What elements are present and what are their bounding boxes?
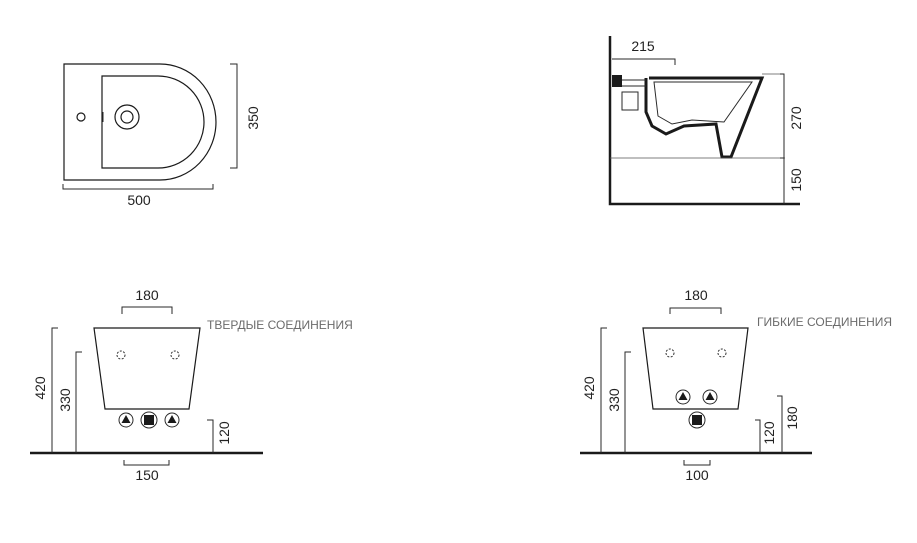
drain-inner-icon	[120, 110, 134, 124]
rigid-top-width-label: 180	[135, 287, 159, 303]
rigid-fixing-hole-right-icon	[170, 350, 180, 360]
rigid-connections-view: ТВЕРДЫЕ СОЕДИНЕНИЯ 180 420 330 120 150	[30, 287, 353, 483]
flexible-120-label: 120	[761, 421, 777, 445]
flexible-420-line	[600, 327, 607, 453]
rigid-bottom-width-label: 150	[135, 467, 159, 483]
height-dimension-label: 270	[788, 106, 804, 130]
rigid-420-line	[51, 327, 58, 453]
flexible-top-width-label: 180	[684, 287, 708, 303]
wall-fixing	[612, 75, 622, 87]
wall-and-floor	[608, 36, 800, 206]
rigid-inlet-right-icon	[164, 412, 180, 428]
flexible-bidet-front	[642, 327, 749, 410]
flexible-caption: ГИБКИЕ СОЕДИНЕНИЯ	[757, 315, 892, 329]
side-view: 215 270 150	[608, 36, 804, 206]
depth-dimension-label: 350	[245, 106, 261, 130]
depth-dimension-line	[230, 63, 238, 169]
flexible-bottom-width-line	[683, 460, 711, 466]
rigid-120-line	[207, 419, 214, 453]
flexible-connections-view: ГИБКИЕ СОЕДИНЕНИЯ 180 420 330 120 180 10…	[580, 287, 892, 483]
rigid-top-width-line	[121, 306, 173, 314]
rigid-bidet-front	[93, 327, 201, 410]
rigid-120-label: 120	[216, 421, 232, 445]
projection-dimension-label: 215	[631, 38, 655, 54]
bidet-section-outer	[644, 76, 765, 159]
rigid-caption: ТВЕРДЫЕ СОЕДИНЕНИЯ	[207, 318, 353, 332]
flexible-inlet-right-icon	[702, 389, 718, 405]
height-dimension-line	[780, 73, 785, 159]
floor-dimension-label: 150	[788, 168, 804, 192]
rigid-drain-icon	[140, 411, 158, 429]
rigid-330-label: 330	[57, 388, 73, 412]
flexible-420-label: 420	[581, 376, 597, 400]
flexible-180-label: 180	[784, 406, 800, 430]
flexible-top-width-line	[669, 307, 722, 314]
flexible-fixing-hole-left-icon	[665, 348, 675, 358]
rigid-bottom-width-line	[123, 460, 170, 466]
flexible-bottom-width-label: 100	[685, 467, 709, 483]
flexible-180-line	[777, 395, 783, 453]
rigid-fixing-hole-left-icon	[116, 350, 126, 360]
width-dimension-line	[62, 184, 214, 190]
flexible-drain-icon	[688, 411, 706, 429]
bidet-section-inner	[653, 81, 753, 125]
pipe-connector	[621, 91, 639, 111]
projection-dimension-line	[612, 58, 676, 65]
drain-outer-icon	[114, 104, 140, 130]
rigid-420-label: 420	[32, 376, 48, 400]
flexible-330-label: 330	[606, 388, 622, 412]
tap-hole-icon	[76, 112, 86, 122]
width-dimension-label: 500	[127, 192, 151, 208]
flexible-fixing-hole-right-icon	[717, 348, 727, 358]
flexible-330-line	[624, 351, 631, 453]
flexible-inlet-left-icon	[675, 389, 691, 405]
bidet-plan-outline	[63, 63, 217, 181]
bowl-rim-outline	[101, 75, 205, 169]
flexible-120-line	[755, 419, 761, 453]
top-view: 500 350	[62, 63, 261, 208]
rigid-inlet-left-icon	[118, 412, 134, 428]
rigid-330-line	[75, 351, 82, 453]
